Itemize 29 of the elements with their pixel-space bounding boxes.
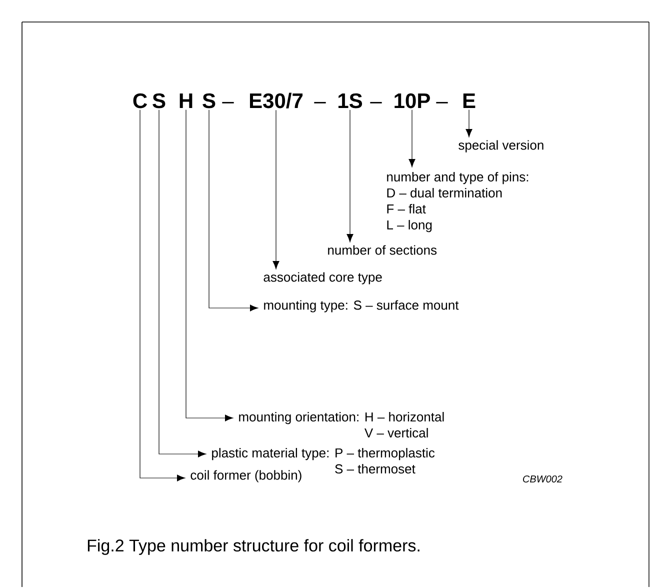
leader-arrow: [186, 109, 234, 422]
drawing-code: CBW002: [523, 475, 562, 483]
description-text: associated core type: [264, 272, 382, 284]
code-letter: H: [180, 94, 192, 108]
code-letter: S: [202, 93, 216, 108]
description-text: special version: [458, 140, 544, 152]
separator-dash: –: [314, 102, 326, 104]
description-text: number of sections: [328, 245, 437, 255]
leader-arrow: [158, 110, 206, 458]
code-letter: E30/7: [250, 92, 303, 108]
leader-arrow: [466, 109, 472, 138]
separator-dash: –: [370, 102, 382, 104]
leader-arrow: [408, 110, 416, 168]
description-text: mounting orientation: H – horizontal V – vertical: [239, 412, 444, 438]
leader-arrow: [272, 110, 280, 270]
leader-arrow: [140, 110, 186, 482]
description-text: mounting type: S – surface mount: [264, 300, 459, 312]
code-letter: 1S: [338, 93, 362, 108]
figure-caption: Fig.2 Type number structure for coil formers.: [88, 539, 420, 555]
code-letter: 10P: [394, 93, 430, 108]
description-text: coil former (bobbin): [190, 470, 302, 482]
code-letter: C: [133, 93, 147, 108]
code-letter: E: [463, 94, 476, 108]
leader-arrow: [346, 110, 354, 242]
separator-dash: –: [222, 102, 234, 104]
separator-dash: –: [436, 102, 448, 104]
leader-arrow: [208, 110, 258, 312]
description-text: number and type of pins: D – dual termination F – flat L – long: [387, 172, 528, 232]
code-letter: S: [152, 93, 166, 108]
